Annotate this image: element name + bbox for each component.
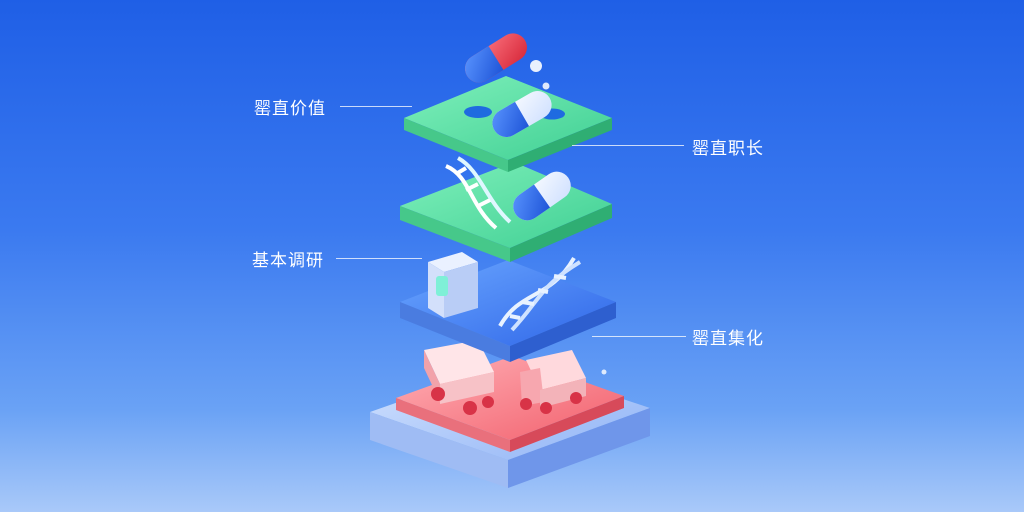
capsule-icon-blue bbox=[492, 91, 552, 137]
bubble-icon bbox=[530, 60, 542, 72]
truck-icon-2 bbox=[520, 350, 586, 414]
leader-line-top-left bbox=[340, 106, 412, 107]
leader-line-mid-left bbox=[336, 258, 422, 259]
leader-line-top-right bbox=[572, 145, 684, 146]
capsule-icon-red bbox=[465, 33, 527, 83]
label-top-right: 罂直职长 bbox=[692, 139, 764, 159]
truck-icon bbox=[424, 340, 494, 415]
green-layer-middle bbox=[400, 162, 612, 262]
dna-icon-2 bbox=[445, 156, 512, 230]
sparkle-icon bbox=[601, 369, 607, 375]
leader-line-mid-right bbox=[592, 336, 686, 337]
bubble-icon-small bbox=[542, 82, 550, 90]
container-icon bbox=[428, 252, 478, 318]
capsule-icon bbox=[513, 171, 571, 221]
label-top-left: 罂直价值 bbox=[254, 99, 326, 119]
label-mid-left: 基本调研 bbox=[252, 251, 324, 271]
dna-icon bbox=[498, 257, 582, 332]
label-mid-right: 罂直集化 bbox=[692, 329, 764, 349]
